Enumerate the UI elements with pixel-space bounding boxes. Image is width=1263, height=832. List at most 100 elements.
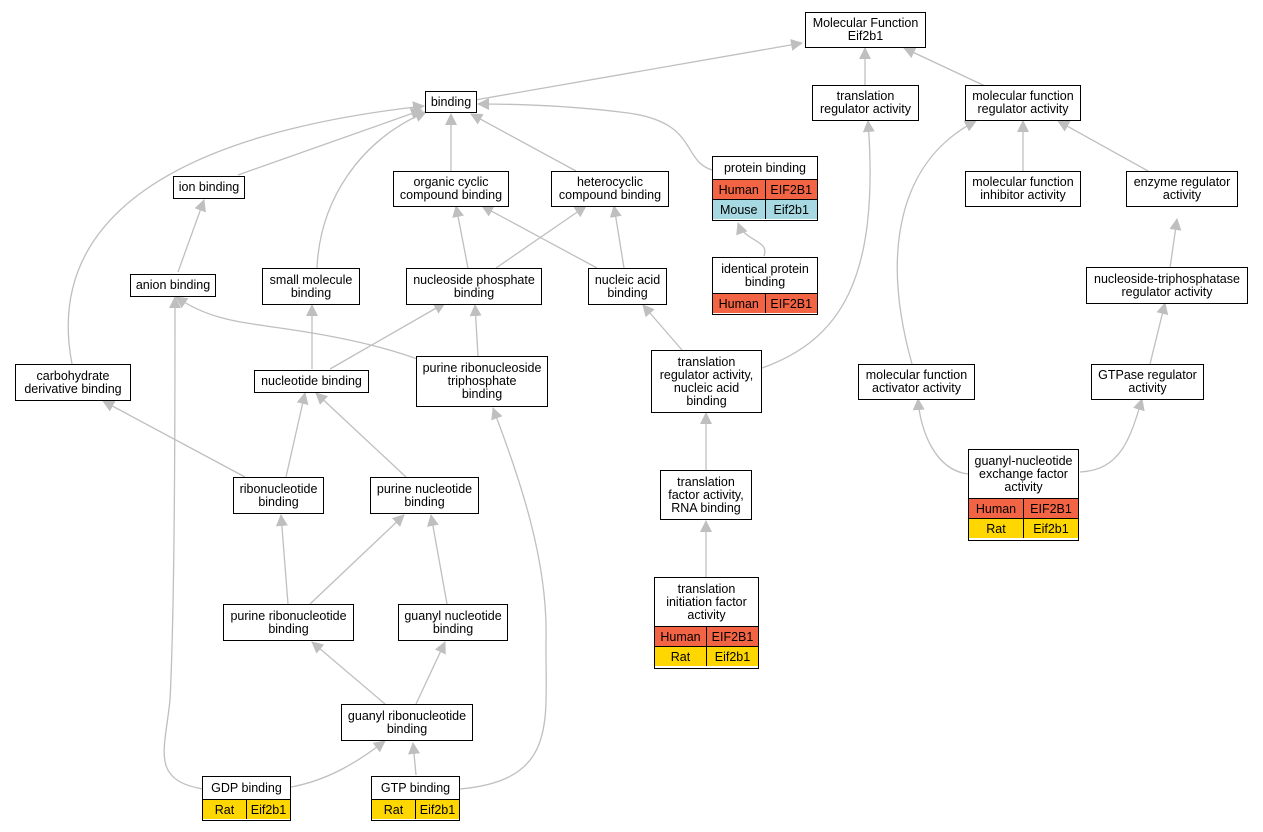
species-cell-rat: Rat bbox=[969, 518, 1024, 538]
node-small-molecule-binding[interactable]: small molecule binding bbox=[262, 268, 360, 305]
node-label: heterocyclic compound binding bbox=[558, 175, 662, 202]
node-label: identical protein binding bbox=[721, 261, 809, 289]
edge-ntp-regulator-to-enzyme-regulator bbox=[1169, 218, 1182, 269]
node-label: GTP binding bbox=[380, 780, 451, 795]
node-label: purine ribonucleoside triphosphate bindi… bbox=[422, 361, 542, 401]
edge-purine-nucleotide-to-nucleotide bbox=[315, 392, 407, 478]
node-heterocyclic-compound-binding[interactable]: heterocyclic compound binding bbox=[551, 171, 669, 207]
node-label: carbohydrate derivative binding bbox=[24, 368, 122, 396]
edge-guanyl-ribonucleotide-to-purine-ribonucleotide bbox=[311, 641, 386, 705]
edge-gnef-to-mf-activator bbox=[912, 398, 969, 475]
node-mf-regulator-activity[interactable]: molecular function regulator activity bbox=[965, 85, 1081, 121]
edge-guanyl-nucleotide-to-purine-nucleotide bbox=[427, 514, 448, 605]
node-label: guanyl nucleotide binding bbox=[404, 608, 502, 636]
edge-ribonucleotide-to-nucleotide bbox=[285, 392, 309, 478]
node-protein-binding[interactable]: protein binding Human EIF2B1 Mouse Eif2b… bbox=[712, 156, 818, 221]
species-cell-human: Human bbox=[969, 498, 1024, 519]
node-label: organic cyclic compound binding bbox=[399, 175, 503, 202]
node-label: nucleotide binding bbox=[261, 374, 362, 388]
gene-cell: Eif2b1 bbox=[765, 199, 817, 219]
node-ion-binding[interactable]: ion binding bbox=[173, 176, 245, 199]
edge-anion-to-ion-binding bbox=[177, 199, 206, 273]
node-label: guanyl-nucleotide exchange factor activi… bbox=[974, 453, 1073, 494]
node-label: nucleoside-triphosphatase regulator acti… bbox=[1094, 271, 1240, 299]
species-cell-human: Human bbox=[655, 626, 707, 647]
species-cell-human: Human bbox=[713, 293, 766, 313]
edge-ribonucleotide-to-carbohydrate bbox=[102, 400, 246, 478]
node-label: nucleoside phosphate binding bbox=[413, 272, 535, 300]
annotation-row: Rat Eif2b1 bbox=[969, 518, 1078, 538]
edge-protein-binding-to-binding bbox=[477, 98, 713, 171]
edge-gdp-to-anion bbox=[163, 296, 204, 790]
annotation-row: Human EIF2B1 bbox=[713, 179, 817, 200]
node-nucleoside-phosphate-binding[interactable]: nucleoside phosphate binding bbox=[406, 268, 542, 305]
node-guanyl-ribonucleotide-binding[interactable]: guanyl ribonucleotide binding bbox=[341, 704, 473, 741]
node-purine-nucleotide-binding[interactable]: purine nucleotide binding bbox=[370, 477, 479, 514]
annotation-table: Human EIF2B1 Rat Eif2b1 bbox=[969, 498, 1078, 538]
edge-purine-ribonucleotide-to-ribonucleotide bbox=[275, 514, 289, 605]
node-translation-factor-rna-binding[interactable]: translation factor activity, RNA binding bbox=[660, 470, 752, 520]
edge-gtp-to-guanyl-ribonucleotide bbox=[408, 742, 421, 776]
edge-nucleotide-to-nucleoside-phosphate bbox=[329, 302, 446, 370]
node-label: purine nucleotide binding bbox=[376, 481, 473, 509]
annotation-row: Rat Eif2b1 bbox=[655, 646, 758, 666]
annotation-table: Rat Eif2b1 bbox=[372, 799, 459, 819]
species-cell-rat: Rat bbox=[203, 799, 247, 819]
annotation-row: Rat Eif2b1 bbox=[203, 799, 290, 819]
node-mf-inhibitor-activity[interactable]: molecular function inhibitor activity bbox=[965, 171, 1081, 207]
node-gdp-binding[interactable]: GDP binding Rat Eif2b1 bbox=[202, 776, 291, 821]
node-purine-ribonucleoside-triphosphate-binding[interactable]: purine ribonucleoside triphosphate bindi… bbox=[416, 356, 548, 407]
node-label: GDP binding bbox=[211, 780, 282, 795]
edge-heterocyclic-to-binding bbox=[470, 113, 577, 172]
node-nucleic-acid-binding[interactable]: nucleic acid binding bbox=[588, 268, 667, 305]
annotation-row: Human EIF2B1 bbox=[969, 498, 1078, 519]
edge-ion-binding-to-binding bbox=[237, 108, 423, 176]
node-label: anion binding bbox=[135, 278, 211, 292]
edge-carbohydrate-to-binding bbox=[67, 101, 425, 365]
node-nucleotide-binding[interactable]: nucleotide binding bbox=[254, 370, 369, 393]
node-organic-cyclic-compound-binding[interactable]: organic cyclic compound binding bbox=[393, 171, 509, 207]
node-ribonucleotide-binding[interactable]: ribonucleotide binding bbox=[233, 477, 324, 514]
node-label: molecular function activator activity bbox=[865, 368, 968, 395]
gene-cell: EIF2B1 bbox=[1023, 498, 1078, 519]
edge-nucleic-acid-to-heterocyclic bbox=[609, 205, 625, 269]
node-guanyl-nucleotide-binding[interactable]: guanyl nucleotide binding bbox=[398, 604, 508, 641]
annotation-row: Mouse Eif2b1 bbox=[713, 199, 817, 219]
node-anion-binding[interactable]: anion binding bbox=[130, 274, 216, 297]
edge-nucleic-acid-to-organic-cyclic bbox=[481, 205, 598, 269]
node-label: translation regulator activity bbox=[819, 89, 911, 116]
node-label: Molecular Function Eif2b1 bbox=[812, 16, 919, 43]
edge-identical-protein-to-protein-binding bbox=[736, 222, 766, 257]
edge-small-molecule-to-binding bbox=[316, 110, 427, 269]
edge-mf-regulator-to-molecular-function bbox=[903, 47, 986, 87]
node-gtpase-regulator-activity[interactable]: GTPase regulator activity bbox=[1091, 364, 1204, 400]
edge-gnef-to-gtpase-regulator bbox=[1079, 398, 1145, 473]
node-molecular-function[interactable]: Molecular Function Eif2b1 bbox=[805, 12, 926, 48]
node-label: binding bbox=[430, 94, 472, 109]
node-mf-activator-activity[interactable]: molecular function activator activity bbox=[858, 364, 975, 400]
node-translation-regulator-nucleic-acid-binding[interactable]: translation regulator activity, nucleic … bbox=[651, 350, 762, 413]
node-translation-regulator-activity[interactable]: translation regulator activity bbox=[812, 85, 919, 121]
node-guanyl-nucleotide-exchange-factor-activity[interactable]: guanyl-nucleotide exchange factor activi… bbox=[968, 449, 1079, 541]
annotation-row: Human EIF2B1 bbox=[713, 293, 817, 313]
node-ntp-regulator-activity[interactable]: nucleoside-triphosphatase regulator acti… bbox=[1086, 267, 1248, 304]
gene-cell: EIF2B1 bbox=[765, 179, 817, 200]
node-carbohydrate-derivative-binding[interactable]: carbohydrate derivative binding bbox=[15, 364, 131, 401]
node-purine-ribonucleotide-binding[interactable]: purine ribonucleotide binding bbox=[223, 604, 354, 641]
node-identical-protein-binding[interactable]: identical protein binding Human EIF2B1 bbox=[712, 257, 818, 315]
annotation-table: Human EIF2B1 bbox=[713, 293, 817, 313]
annotation-table: Human EIF2B1 Mouse Eif2b1 bbox=[713, 179, 817, 219]
node-binding[interactable]: binding bbox=[425, 91, 477, 113]
node-label: purine ribonucleotide binding bbox=[230, 608, 347, 636]
node-enzyme-regulator-activity[interactable]: enzyme regulator activity bbox=[1126, 171, 1238, 207]
node-label: enzyme regulator activity bbox=[1133, 175, 1231, 202]
annotation-table: Human EIF2B1 Rat Eif2b1 bbox=[655, 626, 758, 666]
edge-translation-reg-nucleic-to-nucleic-acid bbox=[642, 304, 683, 351]
node-gtp-binding[interactable]: GTP binding Rat Eif2b1 bbox=[371, 776, 460, 821]
node-translation-initiation-factor-activity[interactable]: translation initiation factor activity H… bbox=[654, 577, 759, 669]
annotation-table: Rat Eif2b1 bbox=[203, 799, 290, 819]
edge-translation-reg-nucleic-to-translation-regulator bbox=[761, 120, 875, 369]
node-label: GTPase regulator activity bbox=[1098, 368, 1197, 395]
edge-binding-to-molecular-function bbox=[474, 38, 803, 101]
edge-purine-ribonucleoside-tp-to-anion bbox=[175, 296, 421, 361]
